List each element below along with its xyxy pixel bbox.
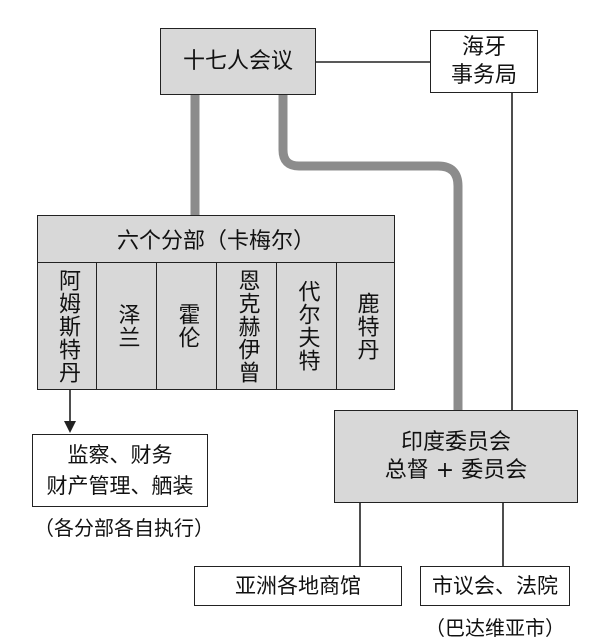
chamber-hoorn: 霍伦 (157, 263, 217, 389)
chamber-label: 恩克赫伊曾 (234, 268, 260, 384)
city-council-box: 市议会、法院 (420, 566, 570, 606)
chambers-title: 六个分部（卡梅尔） (38, 216, 394, 263)
india-line1: 印度委员会 (400, 430, 511, 455)
hague-office-box: 海牙 事务局 (430, 30, 538, 93)
hague-line1: 海牙 (461, 35, 506, 60)
chamber-rotterdam: 鹿特丹 (337, 263, 394, 389)
city-note: （巴达维亚市） (425, 616, 565, 640)
chamber-label: 霍伦 (174, 303, 200, 349)
chamber-label: 阿姆斯特丹 (54, 268, 80, 384)
india-line2: 总督 + 委员会 (384, 457, 528, 483)
duties-box: 监察、财务 财产管理、舾装 (32, 434, 208, 507)
arrow-head (64, 421, 76, 433)
hague-line2: 事务局 (450, 62, 517, 88)
chamber-label: 代尔夫特 (294, 280, 320, 372)
chamber-label: 泽兰 (114, 303, 140, 349)
duties-note: （各分部各自执行） (34, 516, 214, 540)
chamber-zeeland: 泽兰 (97, 263, 157, 389)
india-council-box: 印度委员会 总督 + 委员会 (334, 410, 578, 503)
chambers-title-text: 六个分部（卡梅尔） (116, 229, 315, 254)
council-box: 十七人会议 (160, 28, 316, 95)
city-council-label: 市议会、法院 (432, 573, 558, 598)
chamber-label: 鹿特丹 (353, 291, 379, 361)
duties-line2: 财产管理、舾装 (46, 473, 194, 498)
factories-label: 亚洲各地商馆 (235, 573, 361, 598)
chamber-delft: 代尔夫特 (277, 263, 337, 389)
duties-line1: 监察、财务 (67, 443, 173, 468)
chamber-enkhuizen: 恩克赫伊曾 (217, 263, 277, 389)
chamber-amsterdam: 阿姆斯特丹 (38, 263, 97, 389)
council-to-india-line (278, 95, 463, 410)
factories-box: 亚洲各地商馆 (194, 566, 402, 606)
chambers-box: 六个分部（卡梅尔） 阿姆斯特丹 泽兰 霍伦 恩克赫伊曾 代尔夫特 鹿特丹 (37, 215, 395, 390)
council-label: 十七人会议 (182, 48, 293, 74)
